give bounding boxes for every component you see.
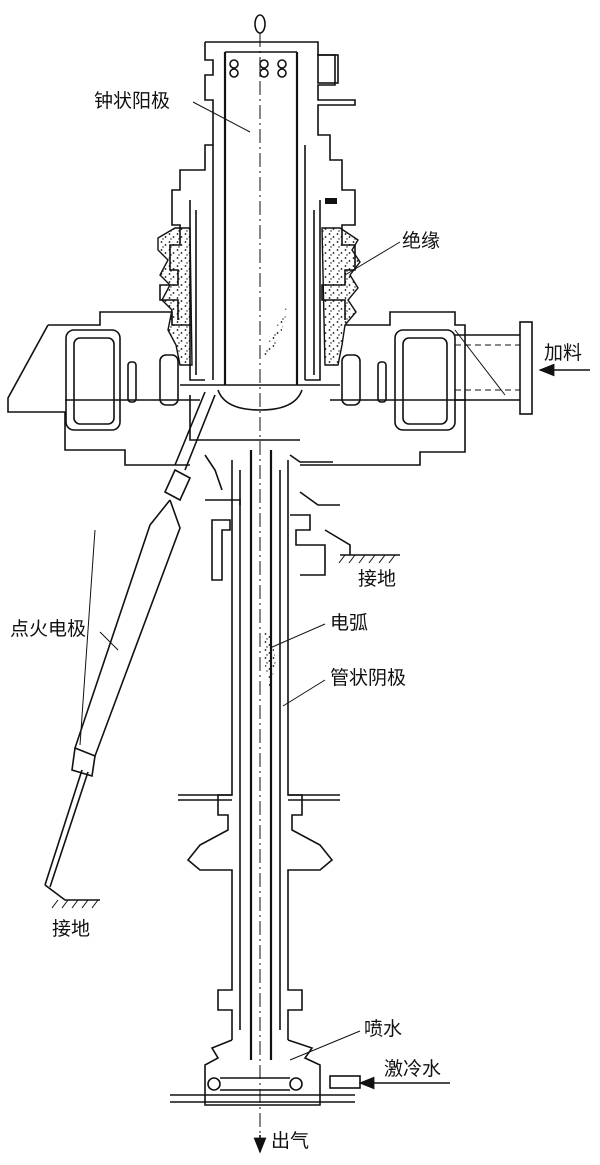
ignition-electrode bbox=[44, 391, 216, 888]
spring-coils bbox=[229, 59, 287, 78]
quench-section bbox=[170, 1039, 361, 1106]
label-ground-left: 接地 bbox=[52, 918, 91, 940]
insulation-blocks bbox=[157, 227, 361, 366]
label-ground-right: 接地 bbox=[358, 568, 397, 590]
leader-lines bbox=[99, 101, 401, 1061]
label-water-spray: 喷水 bbox=[364, 1018, 403, 1040]
label-tubular-cathode: 管状阴极 bbox=[330, 667, 407, 689]
center-axis bbox=[253, 14, 267, 1154]
label-gas-outlet: 出气 bbox=[271, 1130, 310, 1152]
label-quench-water: 激冷水 bbox=[384, 1058, 442, 1080]
ground-symbol-left bbox=[44, 884, 100, 909]
tubular-cathode bbox=[178, 450, 340, 1060]
label-feed: 加料 bbox=[544, 342, 583, 364]
ground-symbol-right bbox=[324, 529, 400, 564]
label-arc: 电弧 bbox=[330, 612, 369, 634]
main-flange bbox=[7, 311, 466, 466]
label-bell-anode: 钟状阳极 bbox=[94, 90, 171, 112]
label-insulation: 绝缘 bbox=[402, 230, 441, 252]
label-ignition-electrode: 点火电极 bbox=[10, 618, 87, 640]
feed-inlet-pipe bbox=[454, 321, 533, 415]
